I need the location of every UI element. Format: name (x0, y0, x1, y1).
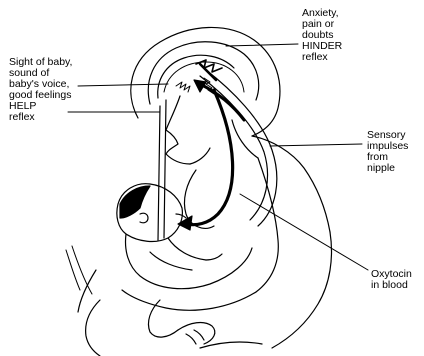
mother-neck (232, 120, 258, 158)
oxytocin-arrowhead (178, 216, 192, 230)
label-oxytocin-in-blood: Oxytocin in blood (371, 269, 412, 291)
label-line: reflex (9, 112, 72, 123)
label-sensory-impulses: Sensory impulses from nipple (367, 130, 408, 174)
mother-hair (148, 42, 258, 104)
baby-ear (140, 213, 148, 223)
pointer-sight (78, 84, 168, 86)
label-line: reflex (302, 52, 342, 63)
label-anxiety-hinder-reflex: Anxiety, pain or doubts HINDER reflex (302, 8, 342, 63)
descending-nerve-left (158, 106, 160, 240)
mother-face (166, 96, 190, 164)
mother-lap (86, 300, 100, 356)
baby-arm (168, 238, 206, 260)
pointer-sensory (270, 144, 362, 146)
label-line: in blood (371, 280, 412, 291)
pointer-oxytocin (240, 194, 368, 270)
brain-fold-zigzag (176, 82, 190, 92)
oxytocin-arrow-path (186, 90, 233, 225)
label-line: nipple (367, 163, 408, 174)
chair-line (72, 246, 92, 294)
baby-body (126, 234, 252, 289)
descending-nerve-right (164, 100, 166, 238)
mother-forearm (122, 290, 256, 310)
baby-mouth (176, 214, 186, 218)
sensory-arrowhead (194, 80, 206, 92)
mother-hand (178, 323, 215, 344)
pointer-anxiety (226, 44, 298, 46)
mother-back (272, 232, 332, 348)
label-sight-help-reflex: Sight of baby, sound of baby's voice, go… (9, 57, 72, 123)
